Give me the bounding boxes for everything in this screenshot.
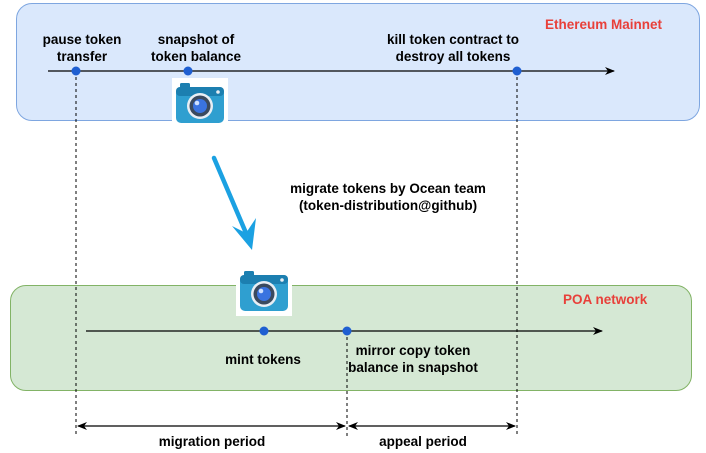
kill-event-dot: [512, 66, 522, 76]
appeal-period-label: appeal period: [379, 434, 467, 449]
poa-camera-icon: [236, 266, 292, 321]
poa-network-label: POA network: [563, 292, 648, 307]
kill-event-label: kill token contract to destroy all token…: [386, 32, 520, 64]
pause-event-dot: [71, 66, 81, 76]
migration-period-label: migration period: [158, 434, 266, 449]
mirror-event-label: mirror copy token balance in snapshot: [348, 343, 478, 375]
ethereum-mainnet-label: Ethereum Mainnet: [545, 17, 663, 32]
poa-network-panel: [10, 285, 692, 391]
snapshot-event-dot: [183, 66, 193, 76]
pause-event-label: pause token transfer: [42, 32, 122, 64]
mirror-event-dot: [342, 326, 352, 336]
migration-arrow: [211, 155, 256, 250]
mint-event-label: mint tokens: [225, 352, 301, 367]
ethereum-mainnet-panel: [16, 3, 700, 121]
migration-label: migrate tokens by Ocean team (token-dist…: [290, 181, 486, 213]
snapshot-event-label: snapshot of token balance: [150, 32, 242, 64]
snapshot-camera-icon: [172, 78, 228, 133]
mint-event-dot: [259, 326, 269, 336]
